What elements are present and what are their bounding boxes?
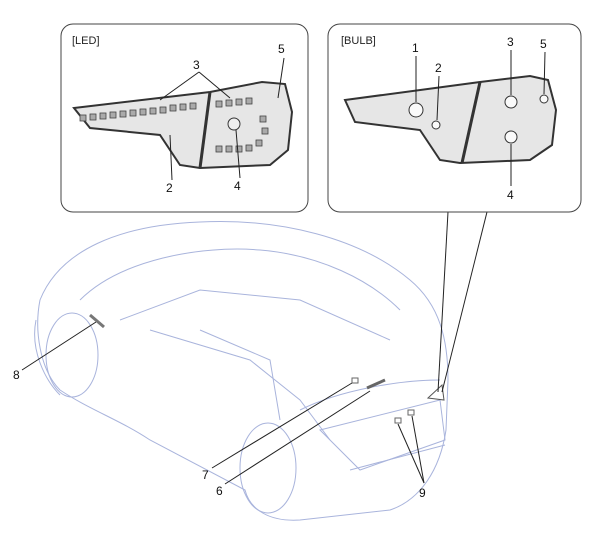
callout-9: 9: [419, 486, 426, 500]
bulb-panel: [327, 23, 582, 213]
led-panel-title: [LED]: [72, 35, 100, 47]
led-panel: [60, 23, 309, 213]
bulb-callout-5: 5: [540, 37, 547, 51]
led-callout-5: 5: [278, 42, 285, 56]
bulb-callout-3: 3: [507, 35, 514, 49]
car-illustration: [34, 221, 449, 521]
led-callout-4: 4: [234, 179, 241, 193]
leader-lines: [21, 211, 488, 485]
callout-8: 8: [13, 368, 20, 382]
callout-7: 7: [202, 468, 209, 482]
bulb-callout-4: 4: [507, 188, 514, 202]
led-callout-3: 3: [193, 58, 200, 72]
bulb-callout-2: 2: [435, 61, 442, 75]
bulb-panel-title: [BULB]: [341, 35, 376, 47]
led-callout-2: 2: [166, 181, 173, 195]
bulb-callout-1: 1: [412, 41, 419, 55]
callout-6: 6: [216, 484, 223, 498]
